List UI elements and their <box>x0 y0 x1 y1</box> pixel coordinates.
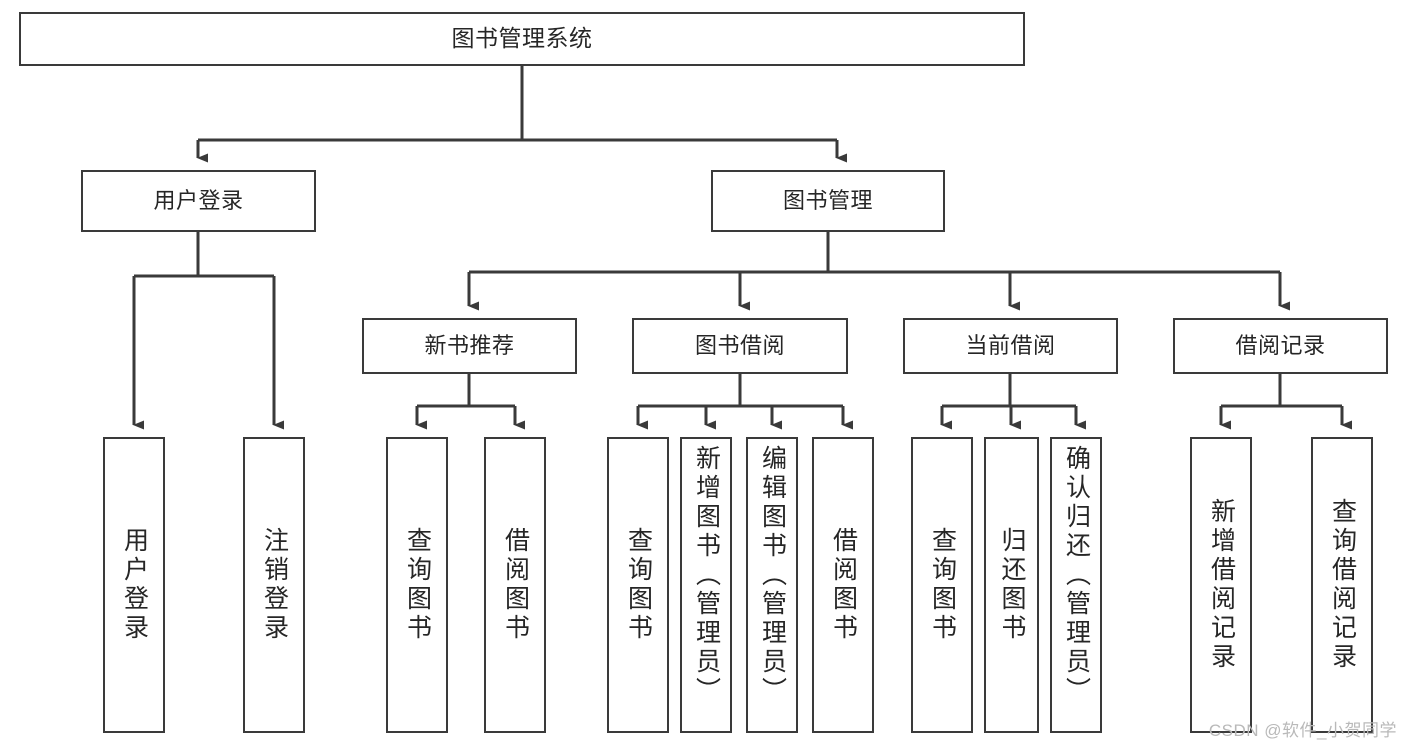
node-leaf-borrow-book-rec[interactable]: 借阅图书 <box>484 437 546 733</box>
node-leaf-edit-book-label: 编辑图书（管理员） <box>758 445 787 706</box>
node-leaf-query-book-rec-label: 查询图书 <box>403 527 432 643</box>
node-leaf-logout-label: 注销登录 <box>260 527 289 643</box>
node-leaf-user-login[interactable]: 用户登录 <box>103 437 165 733</box>
node-leaf-add-record-label: 新增借阅记录 <box>1207 498 1236 672</box>
node-new-book-recommend[interactable]: 新书推荐 <box>362 318 577 374</box>
node-book-management-label: 图书管理 <box>782 187 873 213</box>
node-borrow-record-label: 借阅记录 <box>1235 332 1326 358</box>
node-leaf-add-record[interactable]: 新增借阅记录 <box>1190 437 1252 733</box>
node-leaf-query-record-label: 查询借阅记录 <box>1328 498 1357 672</box>
node-borrow-record[interactable]: 借阅记录 <box>1173 318 1388 374</box>
node-current-borrow[interactable]: 当前借阅 <box>903 318 1118 374</box>
node-book-management[interactable]: 图书管理 <box>711 170 945 232</box>
node-current-borrow-label: 当前借阅 <box>965 332 1056 358</box>
node-leaf-query-book-rec[interactable]: 查询图书 <box>386 437 448 733</box>
node-leaf-query-book-cur-label: 查询图书 <box>928 527 957 643</box>
node-leaf-borrow-book-label: 借阅图书 <box>829 527 858 643</box>
node-leaf-query-book-cur[interactable]: 查询图书 <box>911 437 973 733</box>
node-leaf-borrow-book-rec-label: 借阅图书 <box>501 527 530 643</box>
node-book-borrow-label: 图书借阅 <box>694 332 785 358</box>
node-leaf-logout[interactable]: 注销登录 <box>243 437 305 733</box>
node-book-borrow[interactable]: 图书借阅 <box>632 318 848 374</box>
node-leaf-edit-book[interactable]: 编辑图书（管理员） <box>746 437 798 733</box>
node-leaf-add-book-label: 新增图书（管理员） <box>692 445 721 706</box>
node-leaf-query-book-borrow[interactable]: 查询图书 <box>607 437 669 733</box>
node-user-login-label: 用户登录 <box>153 187 244 213</box>
node-leaf-query-record[interactable]: 查询借阅记录 <box>1311 437 1373 733</box>
node-root-label: 图书管理系统 <box>451 25 593 52</box>
node-leaf-return-book[interactable]: 归还图书 <box>984 437 1039 733</box>
node-leaf-user-login-label: 用户登录 <box>120 527 149 643</box>
node-user-login[interactable]: 用户登录 <box>81 170 316 232</box>
node-leaf-borrow-book[interactable]: 借阅图书 <box>812 437 874 733</box>
node-leaf-query-book-borrow-label: 查询图书 <box>624 527 653 643</box>
node-leaf-add-book[interactable]: 新增图书（管理员） <box>680 437 732 733</box>
node-leaf-confirm-return[interactable]: 确认归还（管理员） <box>1050 437 1102 733</box>
node-leaf-return-book-label: 归还图书 <box>998 527 1026 643</box>
node-root[interactable]: 图书管理系统 <box>19 12 1025 66</box>
node-leaf-confirm-return-label: 确认归还（管理员） <box>1062 445 1091 706</box>
node-new-book-recommend-label: 新书推荐 <box>424 332 515 358</box>
